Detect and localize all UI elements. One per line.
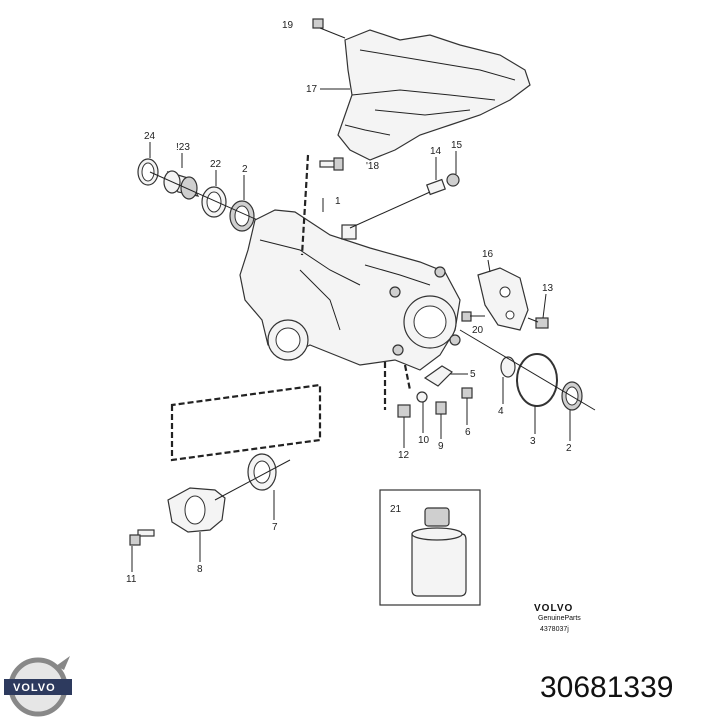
callout-17: 17 <box>306 84 318 95</box>
genuine-parts-stamp: VOLVO GenuineParts 4378037j <box>534 603 581 633</box>
callout-14: 14 <box>430 146 442 157</box>
callout-8: 8 <box>197 564 203 575</box>
callouts: 19 17 24 !23 22 2 '18 14 15 1 16 13 20 5… <box>126 20 572 585</box>
callout-21: 21 <box>390 504 402 515</box>
callout-23: !23 <box>176 142 190 153</box>
bearing-ring-part-22 <box>201 186 227 218</box>
bushing-part-23 <box>163 170 200 200</box>
oil-bottle-inset-part-21 <box>379 489 481 606</box>
bolt-part-6 <box>461 387 473 399</box>
stamp-drawing-number: 4378037j <box>540 626 569 633</box>
callout-19: 19 <box>282 20 294 31</box>
dashed-guide-upper <box>300 154 310 256</box>
callout-24: 24 <box>144 131 156 142</box>
oil-seal-part-2-upper <box>229 200 255 232</box>
bracket-part-16 <box>477 267 529 331</box>
callout-16: 16 <box>482 249 494 260</box>
callout-2-lower: 2 <box>566 443 572 454</box>
callout-15: 15 <box>451 140 463 151</box>
stamp-brand: VOLVO <box>534 603 573 614</box>
callout-5: 5 <box>470 369 476 380</box>
callout-1: 1 <box>335 196 341 207</box>
part-number: 30681339 <box>540 671 673 704</box>
callout-6: 6 <box>465 427 471 438</box>
washer-part-10 <box>416 391 428 403</box>
bracket-part-5 <box>423 365 453 387</box>
cap-part-15 <box>446 173 460 187</box>
callout-22: 22 <box>210 159 222 170</box>
volvo-logo: VOLVO <box>4 656 72 717</box>
bolt-part-20 <box>461 311 485 322</box>
stamp-genuine: GenuineParts <box>538 615 581 622</box>
callout-9: 9 <box>438 441 444 452</box>
callout-10: 10 <box>418 435 430 446</box>
o-ring-part-3 <box>516 353 558 407</box>
logo-text: VOLVO <box>13 682 56 694</box>
callout-12: 12 <box>398 450 410 461</box>
bolt-part-12 <box>397 404 411 418</box>
callout-7: 7 <box>272 522 278 533</box>
differential-housing-part-1 <box>239 209 461 371</box>
seal-part-4 <box>500 356 516 378</box>
callout-20: 20 <box>472 325 484 336</box>
bolt-part-13 <box>527 317 549 329</box>
bolt-part-19 <box>312 18 346 39</box>
dashed-guide-lower <box>170 383 322 462</box>
callout-3: 3 <box>530 436 536 447</box>
seal-ring-part-24 <box>137 158 159 186</box>
heat-shield-part-17 <box>337 29 531 161</box>
bolt-part-11 <box>129 529 155 546</box>
bolt-part-18 <box>319 157 344 171</box>
callout-18: '18 <box>366 161 379 172</box>
breather-part-14 <box>349 178 446 229</box>
callout-11: 11 <box>126 574 137 585</box>
seal-part-7 <box>247 453 277 491</box>
bolt-part-9 <box>435 401 447 415</box>
dashed-guide-right <box>403 364 412 391</box>
cover-part-8 <box>167 487 226 533</box>
callout-4: 4 <box>498 406 504 417</box>
callout-2-upper: 2 <box>242 164 248 175</box>
callout-13: 13 <box>542 283 554 294</box>
